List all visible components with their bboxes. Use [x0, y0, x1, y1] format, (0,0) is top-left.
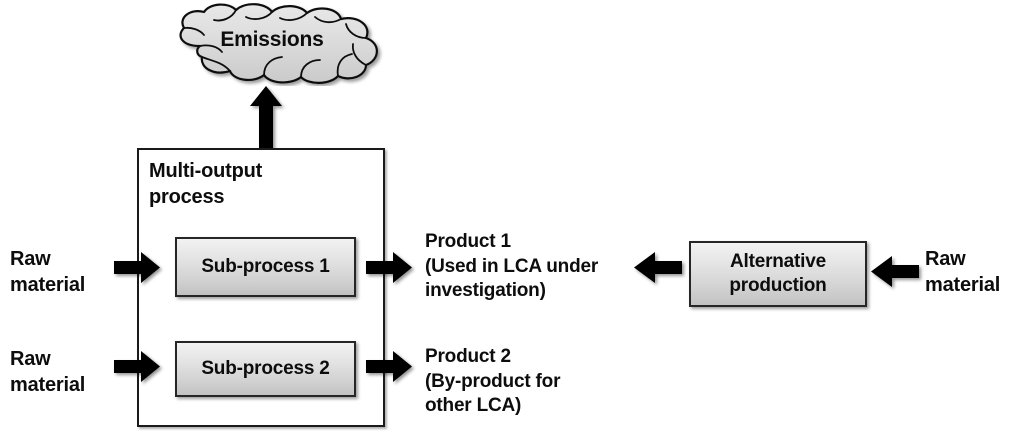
- product-2-label: Product 2 (By-product for other LCA): [425, 346, 561, 417]
- alternative-production-box: Alternative production: [689, 241, 867, 307]
- raw-material-2-arrow-icon: [114, 351, 160, 382]
- raw-material-1-arrow-icon: [114, 252, 160, 283]
- emissions-arrow-icon: [248, 86, 284, 150]
- raw-material-input-2-label: Raw material: [10, 348, 86, 396]
- raw-material-input-1-label: Raw material: [10, 248, 86, 296]
- multi-output-process-label: Multi-output process: [149, 160, 263, 208]
- sub-process-1-box: Sub-process 1: [175, 237, 356, 297]
- product-2-arrow-icon: [366, 351, 412, 382]
- emissions-cloud: Emissions: [160, 2, 392, 86]
- product-1-arrow-icon: [366, 252, 412, 283]
- raw-material-input-3-label: Raw material: [925, 248, 1001, 296]
- sub-process-2-box: Sub-process 2: [175, 341, 356, 397]
- emissions-label: Emissions: [220, 28, 324, 51]
- raw-material-3-arrow-icon: [871, 256, 919, 287]
- alternative-to-product-1-arrow-icon: [634, 252, 682, 283]
- product-1-label: Product 1 (Used in LCA under investigati…: [425, 231, 599, 302]
